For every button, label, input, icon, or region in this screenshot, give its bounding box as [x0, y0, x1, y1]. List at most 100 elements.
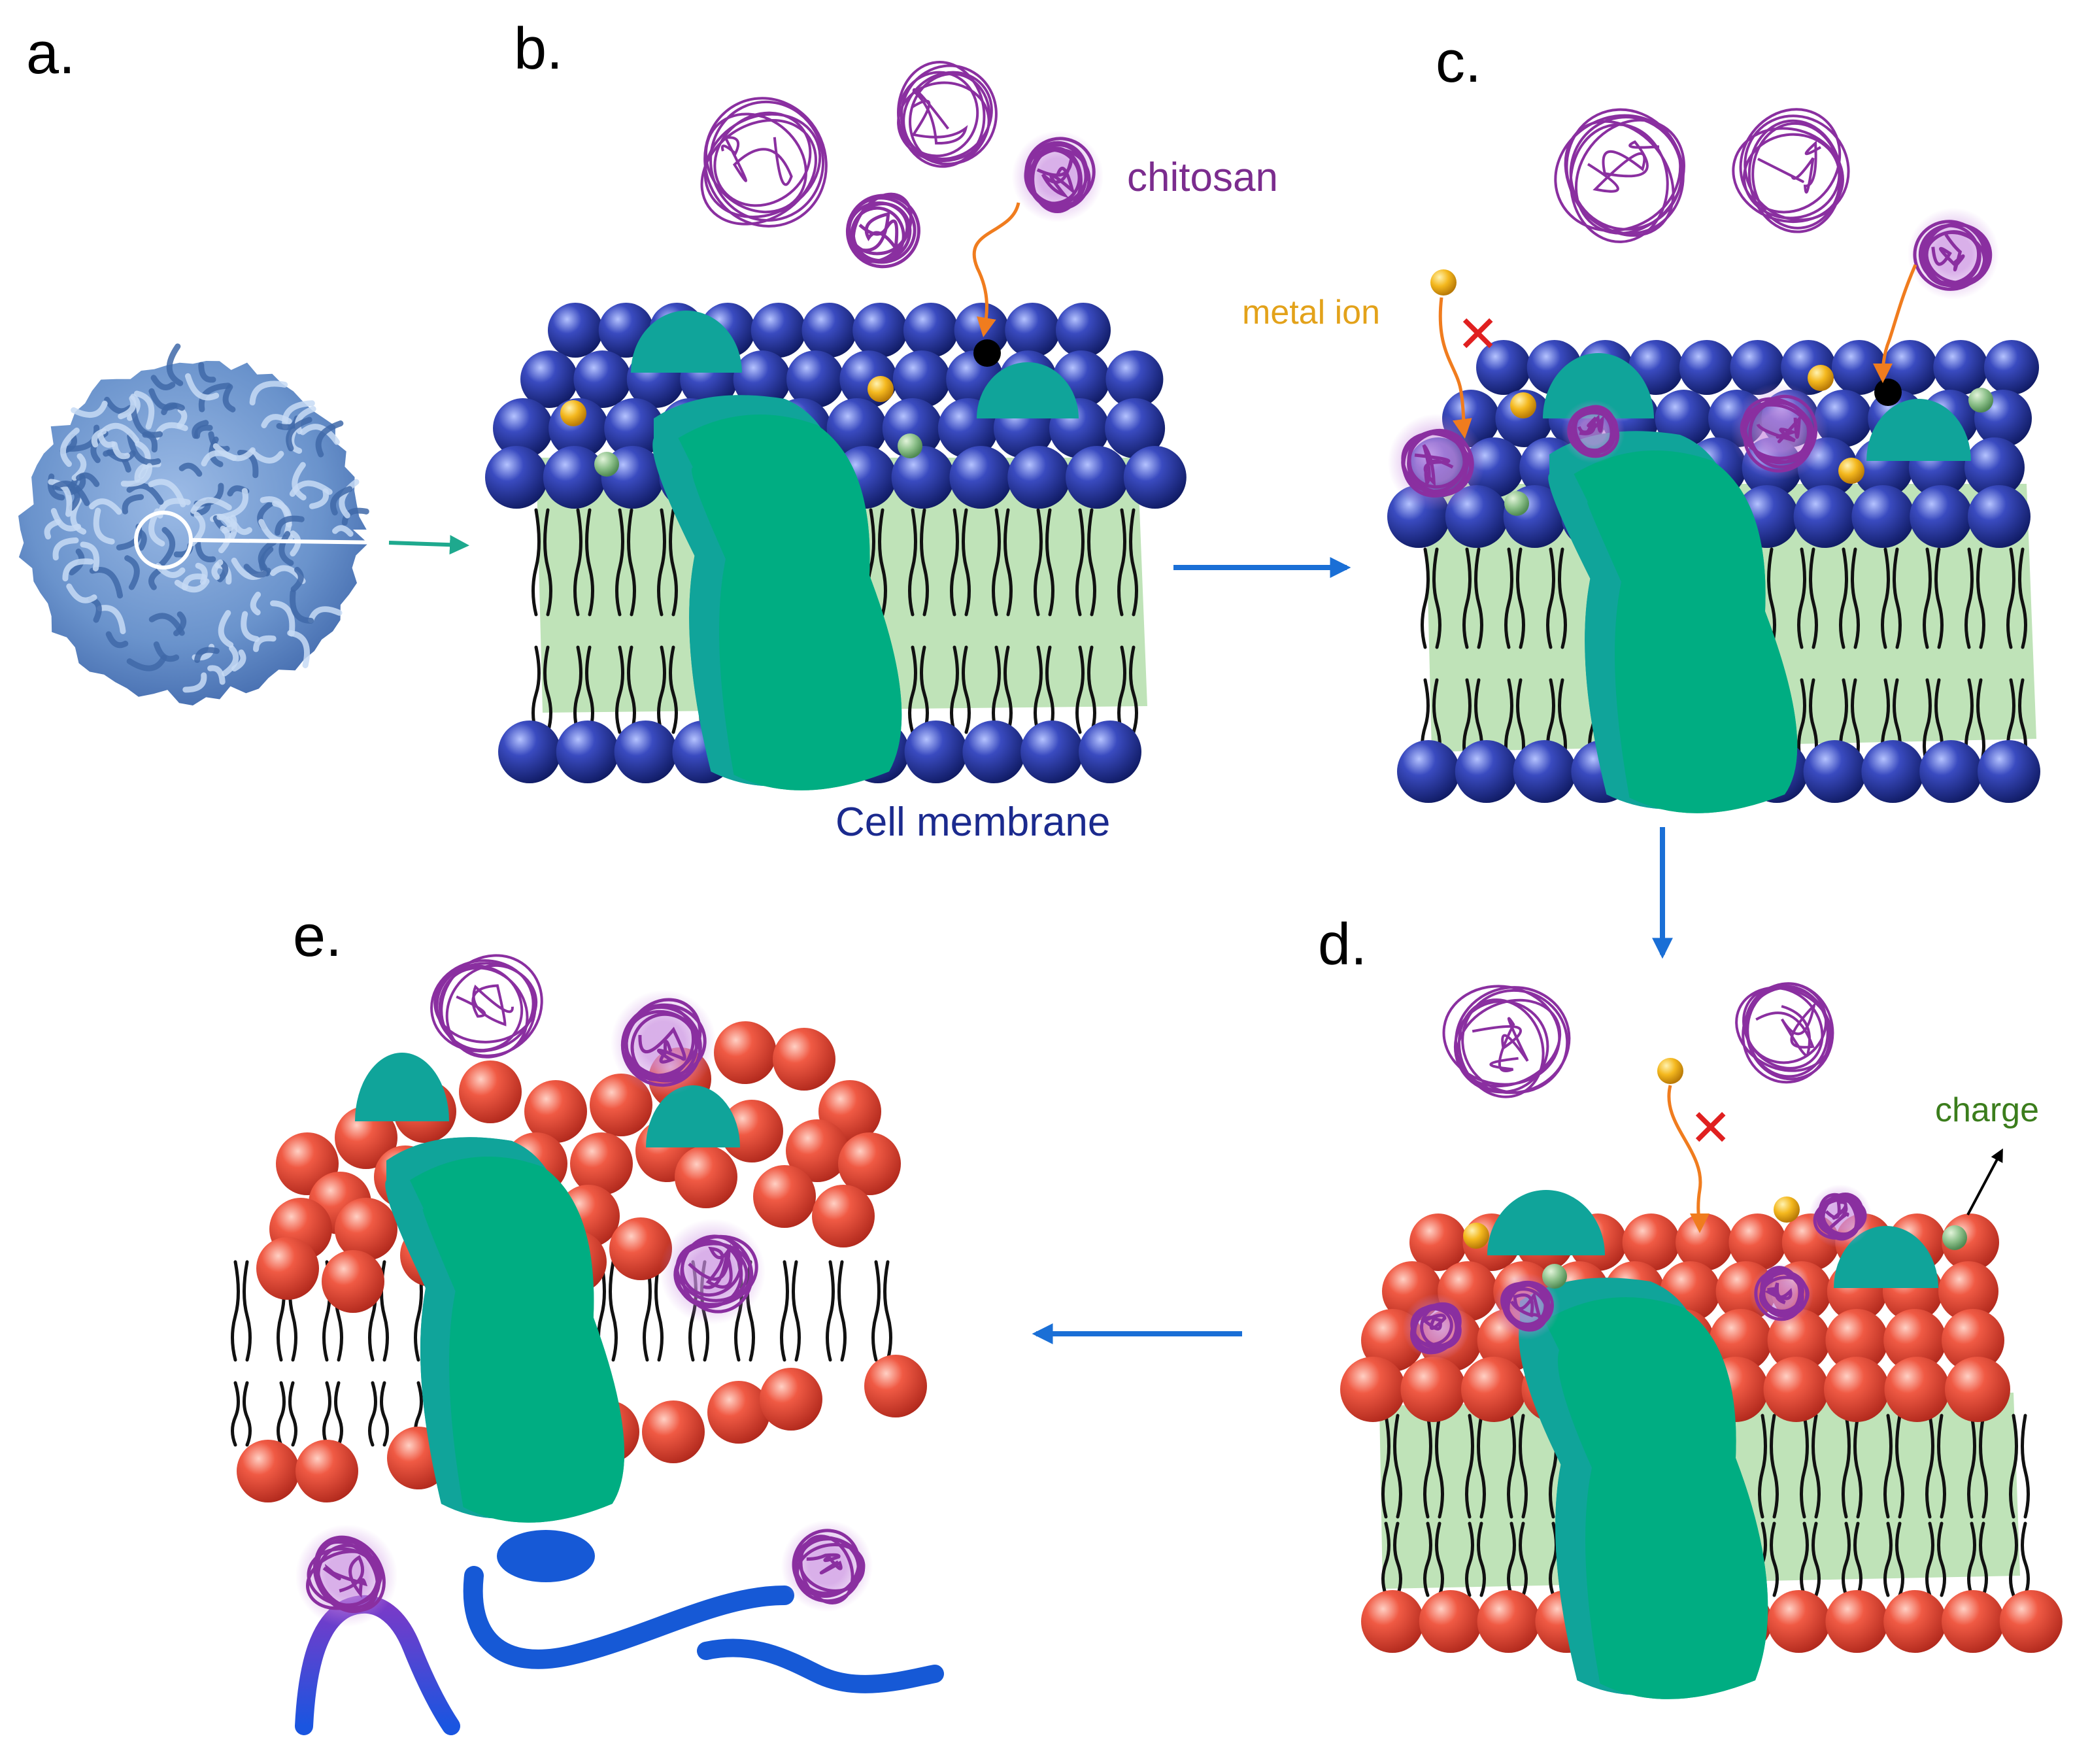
chitosan-particle	[845, 192, 920, 269]
lipid-head	[1495, 390, 1553, 447]
cell-surface-fold	[250, 591, 261, 616]
chitosan-particle	[700, 97, 828, 228]
cell-surface-fold	[329, 486, 353, 516]
lipid-tail	[1923, 678, 1932, 767]
lipid-tail	[1853, 1414, 1862, 1519]
cell-surface-fold	[91, 428, 107, 448]
lipid-tail	[1895, 1414, 1904, 1519]
lipid-tail	[1770, 1521, 1779, 1597]
lipid-tail	[543, 508, 552, 617]
lipid-tail	[1925, 1414, 1934, 1519]
cell-surface-fold	[332, 525, 354, 537]
lipid-head	[1824, 1357, 1889, 1422]
cell-surface-fold	[178, 462, 203, 477]
cell-surface-fold	[93, 507, 115, 545]
membranes-layer	[231, 303, 2063, 1735]
lipid-head	[570, 1132, 633, 1195]
lipid-tail	[1758, 1414, 1767, 1519]
lipid-head	[604, 398, 665, 458]
lipid-head	[1883, 1309, 1947, 1372]
blocked-mark-d: ✕	[1689, 1099, 1732, 1157]
chitosan-strand	[1411, 1304, 1458, 1352]
cell-surface-fold	[65, 424, 100, 452]
lipid-tail	[1558, 547, 1567, 649]
lipid-tail	[1462, 547, 1472, 649]
lipid-tail	[962, 508, 971, 617]
chitosan-strand	[1819, 1196, 1861, 1240]
cell-surface-fold	[287, 630, 311, 669]
chitosan-strand	[705, 112, 807, 214]
cell-surface-fold	[166, 343, 184, 386]
lipid-head	[1679, 340, 1734, 395]
charge-arrow	[1966, 1148, 2003, 1215]
peripheral-protein	[631, 311, 742, 373]
lipid-tail	[277, 1381, 286, 1447]
chitosan-strand	[1500, 1281, 1551, 1328]
lipid-head	[548, 303, 603, 358]
lipid-tail	[1432, 547, 1441, 649]
lipid-head	[675, 1145, 737, 1208]
cell-surface-fold	[222, 645, 239, 677]
chitosan-particle	[1011, 130, 1104, 223]
lipid-tail	[826, 1260, 835, 1362]
lipid-tail	[1519, 1521, 1528, 1597]
chitosan-particle	[1554, 108, 1685, 243]
lipid-tail	[380, 1381, 389, 1447]
lipid-tail	[1117, 645, 1126, 734]
lipid-head	[1020, 721, 1084, 783]
lipid-tail	[585, 508, 594, 617]
lipid-tail	[1381, 1414, 1390, 1519]
chitosan-strand	[1742, 133, 1841, 220]
chitosan-strand	[1461, 989, 1569, 1094]
lipid-head	[733, 350, 791, 408]
lipid-tail	[1967, 1414, 1976, 1519]
peripheral-protein	[977, 362, 1079, 418]
lipid-tail	[1976, 678, 1985, 767]
lipid-tail	[1812, 1414, 1821, 1519]
chitosan-strand	[1756, 414, 1802, 443]
lipid-tail	[962, 645, 971, 734]
peripheral-protein	[1866, 399, 1971, 461]
chitosan-strand	[1739, 108, 1842, 214]
lipid-head	[1476, 340, 1531, 395]
cell-surface-fold	[315, 420, 344, 458]
lipid-tail	[871, 1260, 881, 1362]
membrane-c	[1387, 340, 2040, 813]
lipid-head	[1938, 1261, 1998, 1321]
chitosan-strand	[1407, 431, 1474, 497]
lipid-head	[1964, 437, 2025, 498]
charge-site	[898, 433, 922, 458]
cell-surface-fold	[105, 631, 129, 649]
chitosan-strand	[1457, 998, 1545, 1098]
chitosan-particle	[1561, 399, 1625, 464]
chitosan-strand	[858, 212, 899, 253]
cell-surface-fold	[60, 428, 80, 467]
lipid-head	[498, 721, 561, 783]
lipid-head	[1056, 303, 1111, 358]
chitosan-particle	[781, 1519, 873, 1612]
cell-surface-fold	[194, 647, 220, 663]
lipid-tail	[334, 1381, 343, 1447]
lipid-tail	[1923, 547, 1932, 649]
lipid-tail	[1423, 1414, 1432, 1519]
chitosan-particle	[660, 1219, 766, 1325]
cell-surface-fold	[133, 390, 155, 430]
cell-surface-fold	[286, 416, 312, 452]
lipid-head	[1942, 1309, 2004, 1372]
chitosan-particle	[430, 954, 543, 1059]
lipid-tail	[1474, 547, 1483, 649]
cell-surface-fold	[184, 373, 220, 401]
lipid-head	[1007, 446, 1071, 509]
charge-label: charge	[1935, 1091, 2039, 1129]
peripheral-protein	[646, 1085, 740, 1147]
lipid-tail	[1546, 547, 1555, 649]
metal-ion	[1463, 1223, 1489, 1249]
lipid-head	[1709, 1309, 1772, 1372]
lipid-tail	[1507, 1414, 1516, 1519]
lipid-tail	[1435, 1521, 1444, 1597]
membrane-e-disrupted	[231, 1021, 944, 1735]
metal-ion	[560, 400, 586, 426]
chitosan-strand	[700, 118, 817, 226]
chitosan-strand	[709, 100, 825, 222]
lipid-tail	[657, 645, 666, 734]
